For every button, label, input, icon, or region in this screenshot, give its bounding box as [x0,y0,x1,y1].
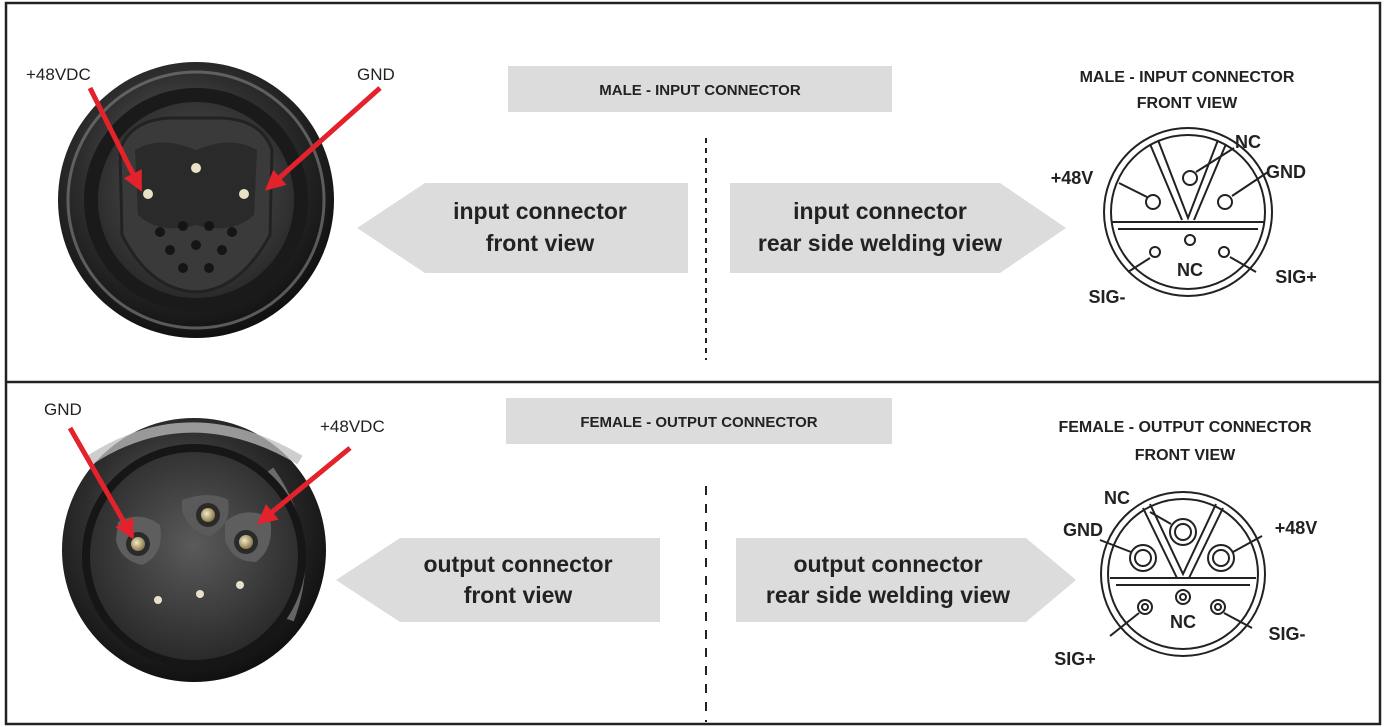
pin-label-sig-minus: SIG- [1268,624,1305,644]
left-arrow-shape [357,183,688,273]
pin-label-power: +48V [1051,168,1094,188]
diagram-title-line2: FRONT VIEW [1135,447,1236,464]
female-pinout-drawing [1099,491,1266,657]
pin-label-gnd: GND [1266,162,1306,182]
right-arrow-line1: input connector [793,198,967,224]
diagram-title-line1: MALE - INPUT CONNECTOR [1080,69,1295,86]
banner-box [508,66,892,112]
banner-title: FEMALE - OUTPUT CONNECTOR [580,414,817,431]
pin-label-sig-plus: SIG+ [1054,649,1096,669]
photo-label-ground: GND [357,65,395,84]
right-arrow-line2: rear side welding view [758,230,1002,256]
pin-label-sig-plus: SIG+ [1275,267,1317,287]
right-arrow-shape [736,538,1076,622]
male-pinout-drawing [1103,127,1273,297]
banner-title: MALE - INPUT CONNECTOR [599,82,801,99]
pin-label-sig-minus: SIG- [1088,287,1125,307]
outer-border [4,1,1382,726]
diagram-title-line1: FEMALE - OUTPUT CONNECTOR [1058,419,1311,436]
male-connector-photo [58,62,334,338]
banner-box [506,398,892,444]
pin-label-power: +48V [1275,518,1318,538]
pin-label-nc-bottom: NC [1177,260,1203,280]
red-arrow-ground [265,86,382,191]
left-arrow-line1: input connector [453,198,627,224]
bottom-section: GND +48VDC FEMALE - OUTPUT CONNECTOR out… [44,398,1317,722]
right-arrow-line1: output connector [793,551,982,577]
photo-label-power: +48VDC [26,65,91,84]
left-arrow-shape [336,538,660,622]
pin-label-nc-top: NC [1104,488,1130,508]
left-arrow-line1: output connector [423,551,612,577]
right-arrow-line2: rear side welding view [766,582,1010,608]
pin-label-gnd: GND [1063,520,1103,540]
pin-label-nc-bottom: NC [1170,612,1196,632]
top-section: +48VDC GND MALE - INPUT CONNECTOR input … [26,62,1317,360]
red-arrow-power [256,446,352,525]
red-arrow-power [87,86,143,192]
red-arrow-ground [67,426,135,540]
female-connector-photo [62,418,326,682]
right-arrow-shape [730,183,1066,273]
photo-label-power: +48VDC [320,417,385,436]
photo-label-ground: GND [44,400,82,419]
diagram-title-line2: FRONT VIEW [1137,95,1238,112]
pin-label-nc-top: NC [1235,132,1261,152]
left-arrow-line2: front view [464,582,573,608]
left-arrow-line2: front view [486,230,595,256]
